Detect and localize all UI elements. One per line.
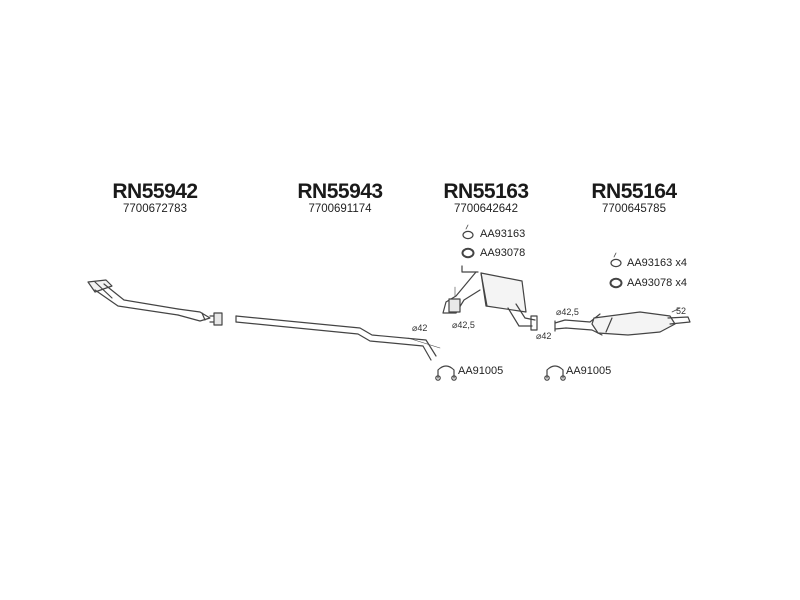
clamp-label-2: AA91005 — [566, 365, 612, 377]
part-code-rear-silencer: RN55164 — [591, 180, 677, 203]
seal-icon — [610, 258, 622, 268]
part-code-intermediate-pipe: RN55943 — [297, 180, 383, 203]
part-number-middle-silencer: 7700642642 — [454, 203, 518, 215]
dimension-label: ⌀42,5 — [452, 320, 475, 330]
dimension-label: ⌀42 — [412, 323, 428, 333]
part-number-intermediate-pipe: 7700691174 — [308, 203, 372, 215]
seal-label-mid: AA93163 — [480, 228, 526, 240]
clamp-icon — [544, 365, 566, 381]
front-pipe-shape — [87, 279, 223, 326]
dimension-label: 52 — [676, 306, 687, 316]
seal-icon — [462, 230, 474, 240]
part-number-front-pipe: 7700672783 — [123, 203, 187, 215]
intermediate-pipe-shape — [235, 315, 441, 361]
ring-label-mid: AA93078 — [480, 247, 526, 259]
middle-silencer-shape — [442, 265, 538, 331]
dimension-label: ⌀42 — [536, 331, 552, 341]
dimension-label: ⌀42,5 — [556, 307, 579, 317]
ring-icon — [609, 277, 623, 289]
part-code-front-pipe: RN55942 — [112, 180, 198, 203]
part-code-middle-silencer: RN55163 — [443, 180, 529, 203]
clamp-label-1: AA91005 — [458, 365, 504, 377]
seal-label-rear: AA93163 x4 — [627, 257, 687, 269]
rear-silencer-shape — [554, 307, 691, 336]
ring-label-rear: AA93078 x4 — [627, 277, 687, 289]
ring-icon — [461, 247, 475, 259]
part-number-rear-silencer: 7700645785 — [602, 203, 666, 215]
clamp-icon — [435, 365, 457, 381]
